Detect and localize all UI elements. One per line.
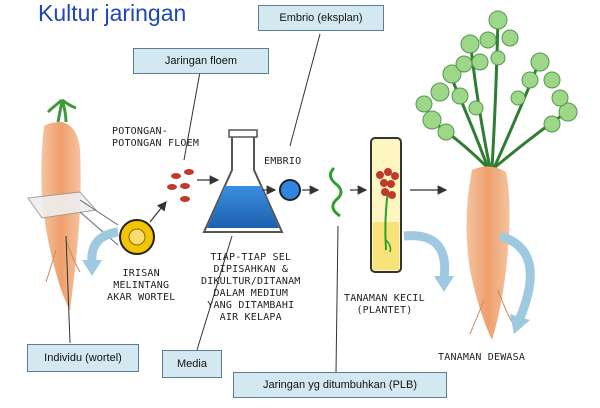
callout-jaringan-floem: Jaringan floem [133,48,269,74]
test-tube-icon [370,137,402,273]
label-tanaman-dewasa: TANAMAN DEWASA [438,352,526,363]
label-embrio: EMBRIO [264,156,302,167]
callout-individu: Individu (wortel) [27,344,139,372]
cross-section-plane [27,191,97,219]
erlenmeyer-flask-icon [202,129,284,233]
process-arrow-left [87,227,119,263]
callout-embrio-eksplan: Embrio (eksplan) [258,5,384,31]
page-title: Kultur jaringan [38,0,187,26]
carrot-individual-icon [41,98,81,310]
phloem-pieces-icon [167,169,194,202]
callout-media: Media [162,350,222,378]
callout-jaringan-plb: Jaringan yg ditumbuhkan (PLB) [233,372,447,398]
adult-carrot-plant-icon [415,10,578,340]
label-potongan: POTONGAN-POTONGAN FLOEM [112,126,200,149]
embryo-icon [279,179,301,201]
plb-tissue-icon [329,166,343,218]
label-tanaman-kecil: TANAMAN KECIL(PLANTET) [344,293,425,316]
